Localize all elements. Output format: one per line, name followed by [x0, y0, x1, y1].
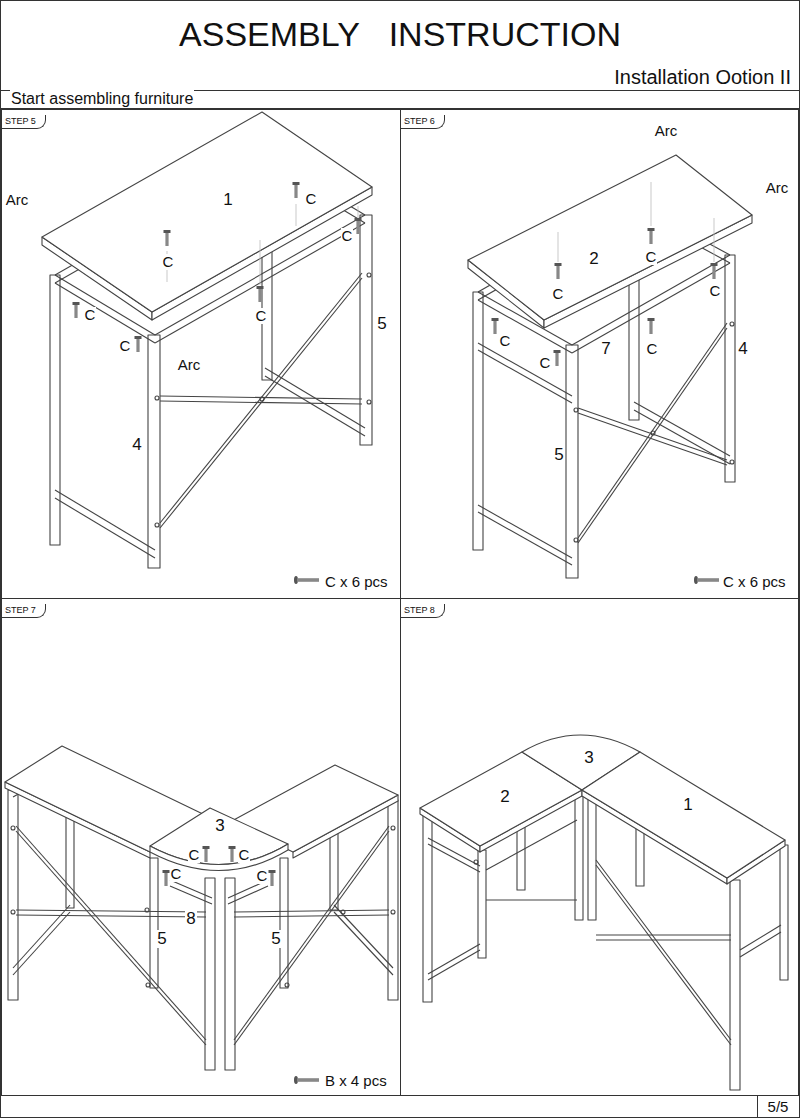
page-title: ASSEMBLY INSTRUCTION — [0, 14, 800, 54]
hardware-count: B x 4 pcs — [324, 1073, 388, 1090]
part-note: Arc — [654, 123, 679, 140]
screw-callout: C — [646, 341, 659, 358]
screw-callout: C — [255, 308, 268, 325]
part-number: 3 — [214, 817, 225, 836]
step-panel: STEP 7 — [1, 598, 401, 1096]
part-number: 4 — [737, 340, 748, 359]
screw-callout: C — [256, 868, 269, 885]
part-number: 3 — [583, 749, 594, 768]
desk-step5 — [42, 112, 372, 568]
screw-callout: C — [341, 228, 354, 245]
part-number: 5 — [376, 315, 387, 334]
screw-callout: C — [119, 338, 132, 355]
subtitle: Installation Ootion II — [613, 66, 792, 88]
step-panel: STEP 5 — [1, 109, 401, 599]
step-tab: STEP 6 — [401, 115, 445, 129]
screws-step6 — [492, 228, 720, 584]
part-note: Arc — [5, 192, 30, 209]
screw-callout: C — [84, 307, 97, 324]
desks-step7 — [5, 746, 398, 1070]
part-number: 7 — [600, 340, 611, 359]
screw-callout: C — [162, 254, 175, 271]
part-number: 5 — [553, 446, 564, 465]
screw-callout: C — [539, 355, 552, 372]
step-tab: STEP 7 — [2, 604, 46, 618]
step-tab: STEP 5 — [2, 115, 46, 129]
screw-callout: C — [645, 249, 658, 266]
part-note: Arc — [177, 357, 202, 374]
screws-step7 — [163, 846, 320, 1084]
part-number: 2 — [499, 788, 510, 807]
screw-callout: C — [188, 847, 201, 864]
hardware-count: C x 6 pcs — [722, 574, 787, 591]
part-number: 5 — [156, 930, 167, 949]
step-panel: STEP 8 — [400, 598, 799, 1096]
part-number: 1 — [682, 796, 693, 815]
section-heading: Start assembling furniture — [10, 90, 194, 108]
part-number: 2 — [588, 250, 599, 269]
part-number: 5 — [270, 930, 281, 949]
screw-callout: C — [709, 283, 722, 300]
page-number: 5/5 — [767, 1099, 790, 1116]
screw-callout: C — [170, 866, 183, 883]
desk-step6 — [468, 155, 752, 578]
hardware-count: C x 6 pcs — [324, 574, 389, 591]
screw-callout: C — [499, 333, 512, 350]
screw-callout: C — [305, 191, 318, 208]
part-number: 8 — [185, 910, 196, 929]
desk-step8 — [420, 735, 788, 1090]
screw-callout: C — [552, 286, 565, 303]
part-number: 4 — [131, 436, 142, 455]
screw-callout: C — [238, 847, 251, 864]
part-note: Arc — [765, 180, 790, 197]
step-tab: STEP 8 — [401, 604, 445, 618]
screws-step5 — [73, 182, 362, 584]
part-number: 1 — [222, 191, 233, 210]
